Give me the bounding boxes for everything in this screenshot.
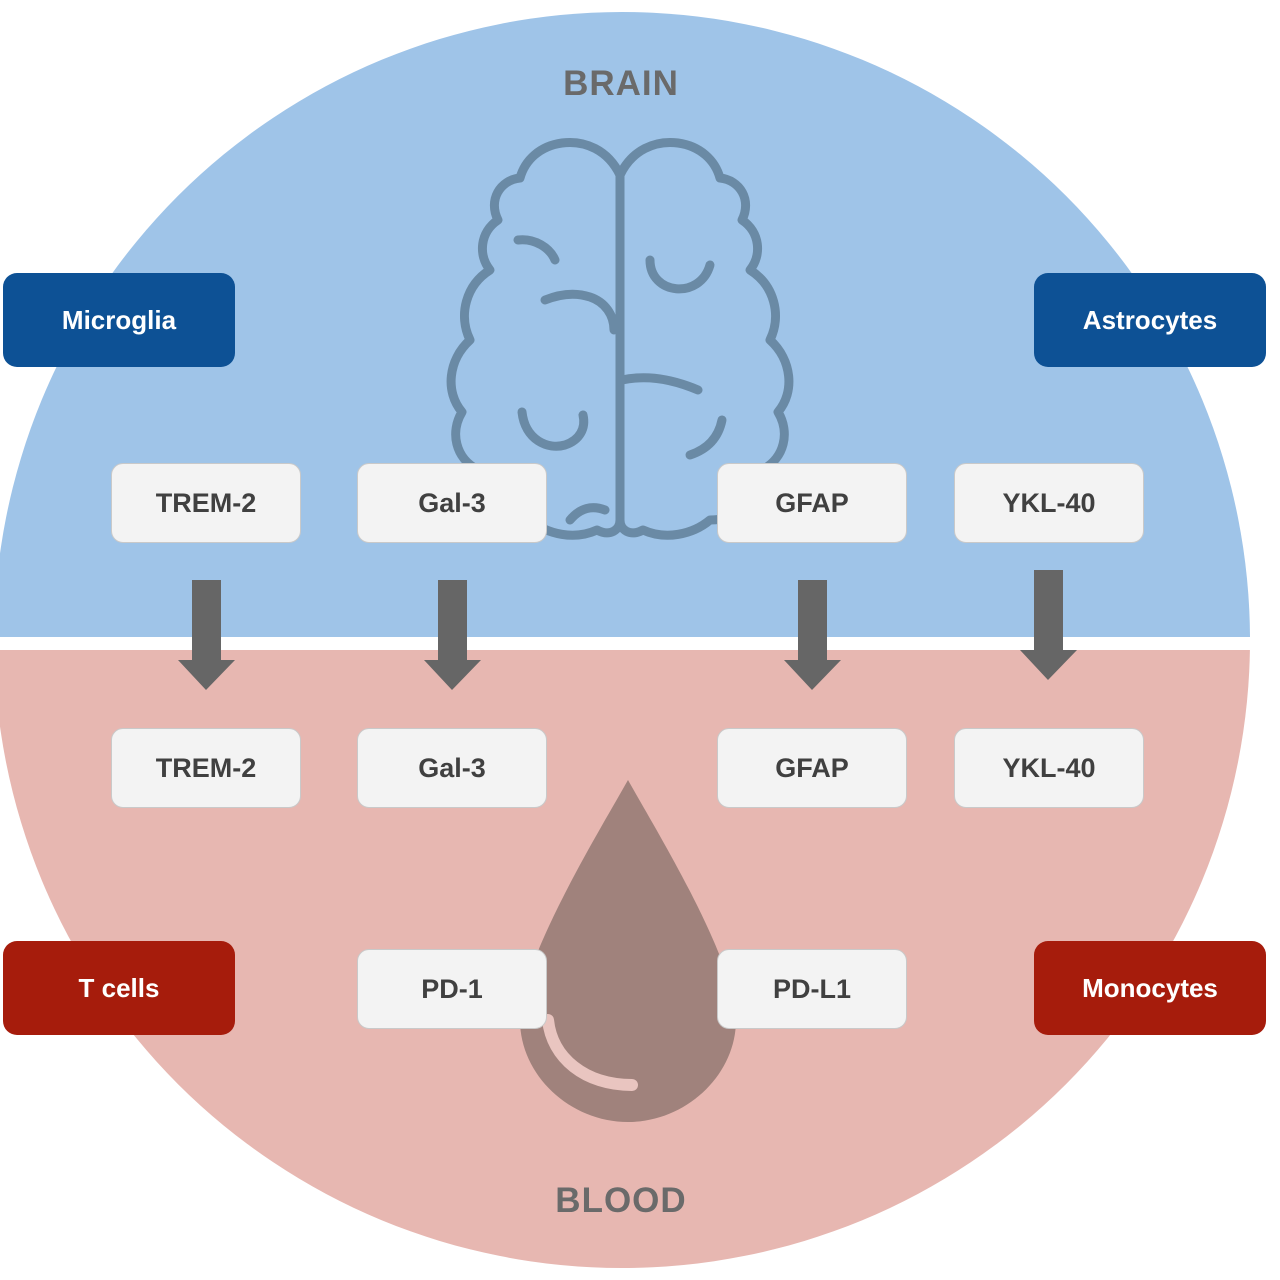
blood-label: BLOOD	[555, 1181, 687, 1220]
brain-region	[0, 12, 1250, 637]
astrocytes-badge: Astrocytes	[1034, 273, 1266, 367]
monocytes-badge: Monocytes	[1034, 941, 1266, 1035]
blood-marker-trem2: TREM-2	[111, 728, 301, 808]
blood-marker-ykl40: YKL-40	[954, 728, 1144, 808]
brain-marker-ykl40: YKL-40	[954, 463, 1144, 543]
barrier-divider	[0, 637, 1280, 650]
arrow-down-icon	[784, 580, 841, 690]
arrow-down-icon	[178, 580, 235, 690]
blood-marker-gfap: GFAP	[717, 728, 907, 808]
immune-marker-pdl1: PD-L1	[717, 949, 907, 1029]
immune-marker-pd1: PD-1	[357, 949, 547, 1029]
brain-marker-trem2: TREM-2	[111, 463, 301, 543]
brain-label: BRAIN	[563, 64, 679, 103]
brain-marker-gfap: GFAP	[717, 463, 907, 543]
arrow-down-icon	[1020, 570, 1077, 680]
microglia-badge: Microglia	[3, 273, 235, 367]
t-cells-badge: T cells	[3, 941, 235, 1035]
arrow-down-icon	[424, 580, 481, 690]
blood-marker-gal3: Gal-3	[357, 728, 547, 808]
blood-drop-icon	[520, 780, 736, 1122]
brain-marker-gal3: Gal-3	[357, 463, 547, 543]
